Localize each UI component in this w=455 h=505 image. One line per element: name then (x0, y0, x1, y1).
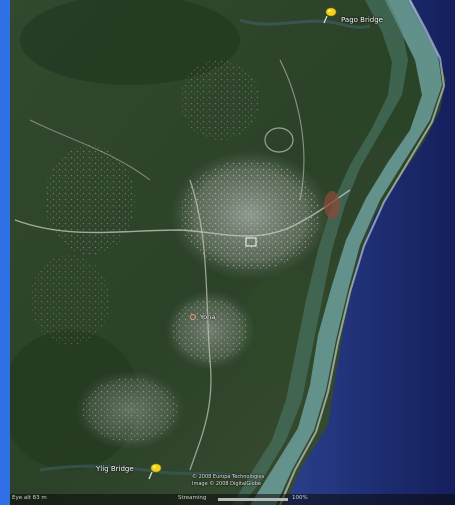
ylig-bridge-label: Ylig Bridge (96, 465, 134, 473)
town-label: Yona (200, 313, 216, 321)
status-bar: Eye alt 83 m Streaming 100% (10, 494, 455, 505)
streaming-label: Streaming (178, 495, 207, 501)
streaming-percent: 100% (292, 495, 308, 501)
copyright-line-1: © 2008 Europa Technologies (192, 474, 265, 480)
push-pin-icon[interactable] (148, 462, 162, 480)
eye-altitude-readout: Eye alt 83 m (12, 495, 47, 501)
copyright-line-2: Image © 2008 DigitalGlobe (192, 481, 261, 487)
push-pin-icon[interactable] (323, 6, 337, 24)
streaming-progress-fill (218, 498, 288, 501)
satellite-imagery (10, 0, 455, 505)
satellite-map[interactable]: Pago Bridge Ylig Bridge Yona © 2008 Euro… (10, 0, 455, 505)
pago-bridge-label: Pago Bridge (341, 16, 383, 24)
streaming-progress-track (218, 498, 288, 501)
